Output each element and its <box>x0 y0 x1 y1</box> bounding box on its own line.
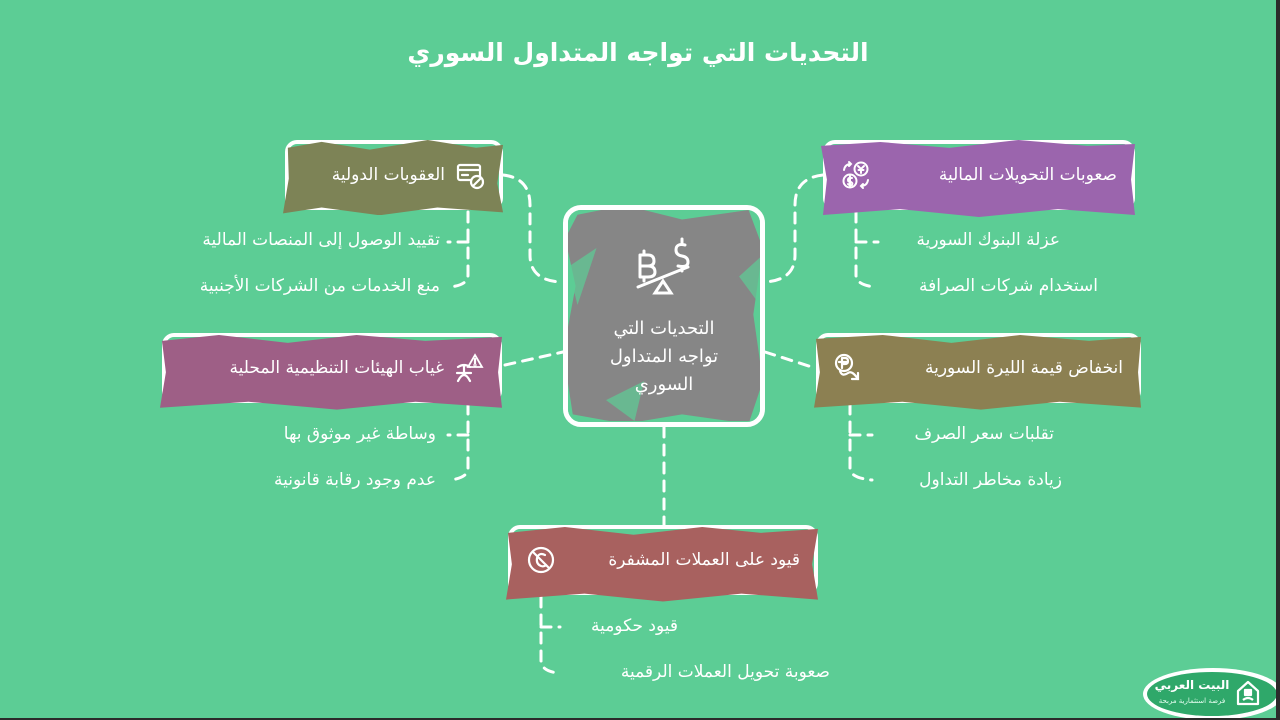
sub-item: استخدام شركات الصرافة <box>919 276 1098 296</box>
node-label: صعوبات التحويلات المالية <box>938 165 1117 185</box>
sub-item: تقييد الوصول إلى المنصات المالية <box>202 230 440 250</box>
center-label-line2: تواجه المتداول <box>609 346 719 367</box>
sub-item: عدم وجود رقابة قانونية <box>273 470 436 490</box>
center-fill <box>568 210 760 421</box>
sub-item: منع الخدمات من الشركات الأجنبية <box>199 276 440 296</box>
center-label-line3: السوري <box>634 374 694 395</box>
diagram-title: التحديات التي تواجه المتداول السوري <box>407 38 869 67</box>
node-crypto: قيود على العملات المشفرة <box>506 525 819 602</box>
node-label: العقوبات الدولية <box>331 165 445 185</box>
blocked-card-icon <box>456 163 485 190</box>
node-sanctions: العقوبات الدولية <box>283 140 504 216</box>
bitcoin-dollar-seesaw-icon <box>636 237 690 295</box>
node-lira: انخفاض قيمة الليرة السورية <box>814 333 1142 410</box>
sub-item: عزلة البنوك السورية <box>916 230 1061 250</box>
currency-decline-icon <box>834 353 860 381</box>
sub-item: زيادة مخاطر التداول <box>919 470 1062 490</box>
sub-item: صعوبة تحويل العملات الرقمية <box>620 662 830 682</box>
brand-logo-subtitle: فرصة استثمارية مربحة <box>1158 697 1226 705</box>
sub-item: وساطة غير موثوق بها <box>283 424 436 444</box>
crypto-banned-icon <box>527 546 555 574</box>
center-label-line1: التحديات التي <box>613 318 715 339</box>
currency-exchange-icon <box>842 161 869 189</box>
sub-item: قيود حكومية <box>590 616 678 636</box>
center-label: التحديات التي تواجه المتداول السوري <box>568 315 760 399</box>
brand-logo-badge <box>1147 672 1276 716</box>
node-transfers: صعوبات التحويلات المالية <box>821 140 1136 218</box>
brand-logo-title: البيت العربي <box>1154 678 1230 692</box>
node-label: غياب الهيئات التنظيمية المحلية <box>229 358 444 378</box>
node-label: قيود على العملات المشفرة <box>608 550 800 570</box>
center-node: التحديات التي تواجه المتداول السوري <box>563 205 765 427</box>
house-icon <box>1236 680 1260 706</box>
sub-item: تقلبات سعر الصرف <box>914 424 1054 444</box>
warning-person-icon <box>455 353 484 383</box>
node-regulation: غياب الهيئات التنظيمية المحلية <box>160 333 503 410</box>
node-label: انخفاض قيمة الليرة السورية <box>924 358 1123 378</box>
